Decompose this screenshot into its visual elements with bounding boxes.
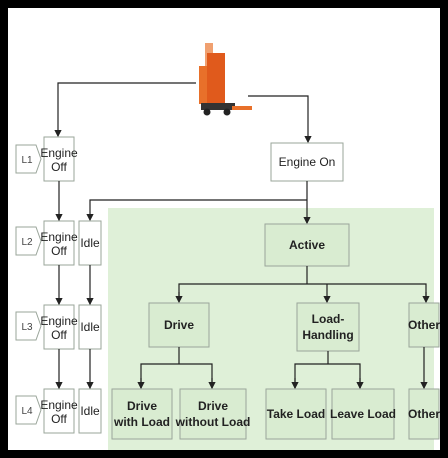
other-node-l3: Other (408, 303, 440, 347)
svg-text:Idle: Idle (80, 236, 100, 250)
svg-text:Engine: Engine (40, 314, 78, 328)
svg-text:Handling: Handling (302, 328, 353, 342)
svg-text:Engine On: Engine On (279, 155, 336, 169)
take-load-node: Take Load (266, 389, 326, 439)
engine-on-node: Engine On (271, 143, 343, 181)
svg-text:Take Load: Take Load (267, 407, 325, 421)
load-handling-node: Load- Handling (297, 303, 359, 351)
svg-text:Other: Other (408, 407, 440, 421)
engine-off-l4: Engine Off (40, 389, 78, 433)
svg-text:Idle: Idle (80, 404, 100, 418)
svg-text:without Load: without Load (175, 415, 251, 429)
idle-l2: Idle (79, 221, 101, 265)
svg-text:Engine: Engine (40, 230, 78, 244)
svg-text:Off: Off (51, 412, 67, 426)
svg-text:Active: Active (289, 238, 325, 252)
leave-load-node: Leave Load (330, 389, 396, 439)
svg-text:Engine: Engine (40, 398, 78, 412)
drive-with-load-node: Drive with Load (112, 389, 172, 439)
svg-text:Off: Off (51, 328, 67, 342)
idle-l4: Idle (79, 389, 101, 433)
level-label-l1: L1 (21, 155, 33, 166)
engine-off-l1: Engine Off (40, 137, 78, 181)
level-markers: L1 L2 L3 L4 (16, 145, 41, 424)
svg-text:Drive: Drive (164, 318, 194, 332)
state-diagram: L1 L2 L3 L4 Engine Off Engine Off Engine… (8, 8, 440, 450)
drive-without-load-node: Drive without Load (175, 389, 251, 439)
forklift-icon (199, 43, 252, 116)
svg-text:Engine: Engine (40, 146, 78, 160)
level-label-l2: L2 (21, 237, 33, 248)
svg-text:Off: Off (51, 160, 67, 174)
state-diagram-canvas: L1 L2 L3 L4 Engine Off Engine Off Engine… (8, 8, 440, 450)
idle-l3: Idle (79, 305, 101, 349)
svg-text:with Load: with Load (113, 415, 170, 429)
active-node: Active (265, 224, 349, 266)
svg-text:Drive: Drive (127, 399, 157, 413)
level-label-l4: L4 (21, 406, 33, 417)
svg-text:Other: Other (408, 318, 440, 332)
level-label-l3: L3 (21, 322, 33, 333)
engine-off-l3: Engine Off (40, 305, 78, 349)
svg-text:Drive: Drive (198, 399, 228, 413)
drive-node: Drive (149, 303, 209, 347)
svg-text:Off: Off (51, 244, 67, 258)
other-node-l4: Other (408, 389, 440, 439)
svg-text:Leave Load: Leave Load (330, 407, 396, 421)
svg-text:Load-: Load- (312, 312, 345, 326)
svg-text:Idle: Idle (80, 320, 100, 334)
engine-off-l2: Engine Off (40, 221, 78, 265)
